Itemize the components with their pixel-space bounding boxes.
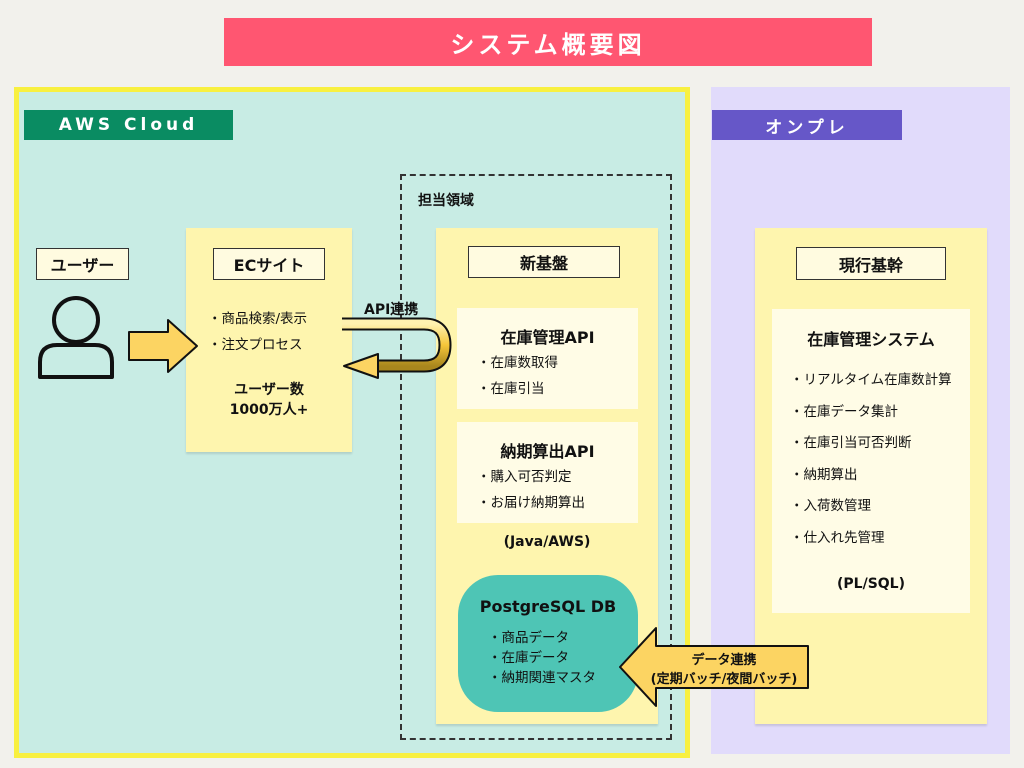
delivery-api-box bbox=[457, 422, 638, 523]
inventory-system-item: ・在庫データ集計 bbox=[790, 403, 898, 420]
user-count-value: 1000万人+ bbox=[229, 402, 309, 418]
user-count-label: ユーザー数 bbox=[234, 382, 304, 398]
user-label: ユーザー bbox=[36, 248, 129, 280]
inventory-system-item: ・仕入れ先管理 bbox=[790, 529, 885, 546]
data-link-arrow bbox=[619, 627, 809, 707]
scope-boundary bbox=[400, 174, 672, 740]
data-link-label: データ連携 (定期バッチ/夜間バッチ) bbox=[640, 651, 808, 689]
onprem-tag: オンプレ bbox=[712, 110, 902, 140]
db-contents: ・商品データ ・在庫データ ・納期関連マスタ bbox=[488, 628, 596, 688]
ec-feature-item: ・商品検索/表示 bbox=[208, 311, 308, 327]
inventory-api-box bbox=[457, 308, 638, 409]
aws-cloud-tag: AWS Cloud bbox=[24, 110, 233, 140]
data-link-line1: データ連携 bbox=[691, 653, 757, 668]
new-platform-tech: (Java/AWS) bbox=[503, 534, 591, 550]
ec-site-label: ECサイト bbox=[213, 248, 325, 280]
api-loop-arrow bbox=[342, 317, 452, 379]
ec-site-features: ・商品検索/表示 ・注文プロセス bbox=[208, 306, 307, 358]
new-platform-label: 新基盤 bbox=[468, 246, 620, 278]
postgresql-db bbox=[458, 575, 638, 712]
db-item: ・商品データ bbox=[488, 630, 569, 646]
delivery-api-item: ・お届け納期算出 bbox=[477, 495, 585, 511]
inventory-api-item: ・在庫数取得 bbox=[477, 355, 558, 371]
data-link-line2: (定期バッチ/夜間バッチ) bbox=[650, 672, 798, 687]
delivery-api-item: ・購入可否判定 bbox=[477, 469, 572, 485]
scope-label: 担当領域 bbox=[418, 193, 474, 209]
delivery-api-features: ・購入可否判定 ・お届け納期算出 bbox=[477, 464, 585, 516]
inventory-system-box bbox=[772, 309, 970, 613]
core-system-label: 現行基幹 bbox=[796, 247, 946, 280]
inventory-api-features: ・在庫数取得 ・在庫引当 bbox=[477, 350, 558, 402]
inventory-system-features: ・リアルタイム在庫数計算 ・在庫データ集計 ・在庫引当可否判断 ・納期算出 ・入… bbox=[790, 365, 952, 554]
diagram-title: システム概要図 bbox=[224, 18, 872, 66]
user-icon bbox=[38, 296, 114, 379]
db-title: PostgreSQL DB bbox=[479, 597, 617, 616]
inventory-system-item: ・入荷数管理 bbox=[790, 498, 871, 514]
db-item: ・納期関連マスタ bbox=[488, 670, 596, 686]
core-system-tech: (PL/SQL) bbox=[837, 576, 905, 592]
inventory-api-title: 在庫管理API bbox=[500, 328, 595, 347]
ec-user-count: ユーザー数 1000万人+ bbox=[186, 380, 352, 420]
inventory-api-item: ・在庫引当 bbox=[477, 381, 545, 397]
db-item: ・在庫データ bbox=[488, 650, 569, 666]
api-link-label: API連携 bbox=[364, 302, 419, 318]
ec-feature-item: ・注文プロセス bbox=[208, 337, 303, 353]
user-to-ec-arrow bbox=[128, 319, 198, 373]
inventory-system-item: ・リアルタイム在庫数計算 bbox=[790, 372, 952, 388]
delivery-api-title: 納期算出API bbox=[500, 442, 595, 461]
inventory-system-title: 在庫管理システム bbox=[807, 330, 935, 349]
inventory-system-item: ・在庫引当可否判断 bbox=[790, 435, 912, 451]
inventory-system-item: ・納期算出 bbox=[790, 466, 858, 483]
